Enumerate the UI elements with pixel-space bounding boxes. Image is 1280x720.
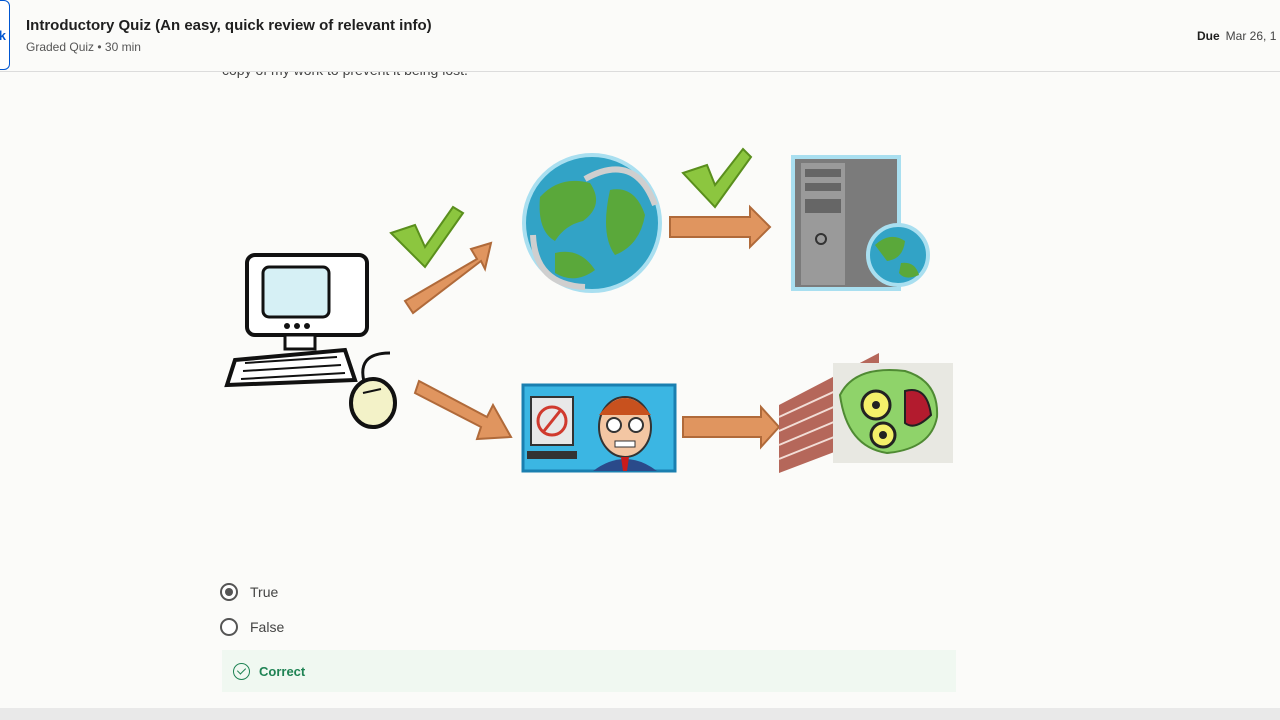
arrow-down-icon xyxy=(413,379,513,441)
arrow-right-icon xyxy=(669,204,772,250)
check-icon xyxy=(389,205,465,269)
question-illustration xyxy=(224,147,953,473)
quiz-subtitle: Graded Quiz • 30 min xyxy=(26,40,141,54)
option-true[interactable]: True xyxy=(220,582,278,602)
computer-icon xyxy=(224,253,397,429)
bottom-bar xyxy=(0,708,1280,720)
feedback-correct: Correct xyxy=(222,650,956,692)
option-false[interactable]: False xyxy=(220,617,284,637)
due-label: Due xyxy=(1197,29,1220,43)
option-label: True xyxy=(250,584,279,600)
globe-icon xyxy=(522,153,662,293)
server-icon xyxy=(791,155,930,291)
option-label: False xyxy=(250,619,285,635)
quiz-title: Introductory Quiz (An easy, quick review… xyxy=(26,17,432,34)
radio-true[interactable] xyxy=(220,583,238,601)
back-button[interactable]: k xyxy=(0,0,10,70)
check-icon xyxy=(681,147,753,209)
zombie-icon xyxy=(833,363,953,463)
due-value: Mar 26, 1 xyxy=(1225,29,1277,43)
back-label: k xyxy=(0,28,6,43)
radio-false[interactable] xyxy=(220,618,238,636)
check-circle-icon xyxy=(233,662,250,680)
feedback-label: Correct xyxy=(259,663,306,679)
due-date: Due Mar 26, 1 xyxy=(1197,29,1276,43)
blocked-screen-icon xyxy=(521,383,677,473)
arrow-up-icon xyxy=(403,241,493,315)
quiz-header: k Introductory Quiz (An easy, quick revi… xyxy=(0,0,1280,72)
arrow-right-icon xyxy=(682,404,781,450)
